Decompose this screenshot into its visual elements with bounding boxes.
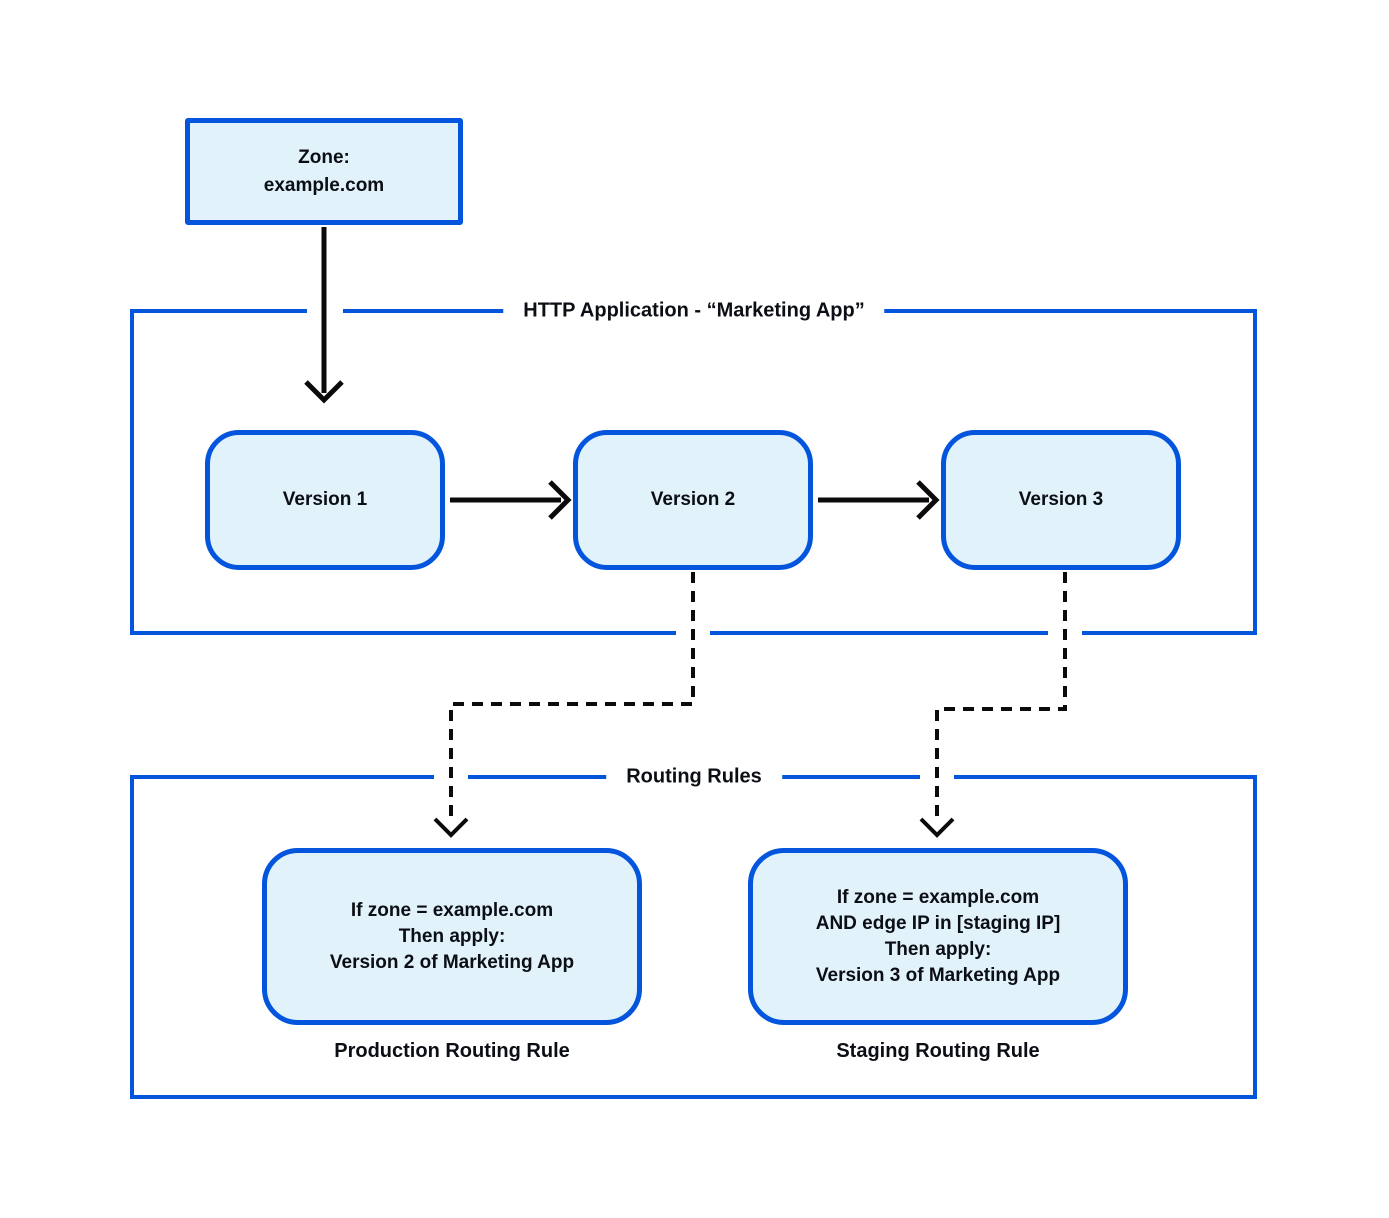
rule-line: Version 2 of Marketing App [329,951,575,973]
version-3-node: Version 3 [941,430,1181,570]
zone-label-line2: example.com [263,174,385,196]
rule-line: Version 3 of Marketing App [815,964,1061,986]
rule-line: AND edge IP in [staging IP] [815,912,1061,934]
version-1-label: Version 1 [282,489,368,510]
rule-line: Then apply: [398,925,506,947]
zone-label-line1: Zone: [298,146,350,168]
version-2-label: Version 2 [650,489,736,510]
rule-line: If zone = example.com [836,886,1040,908]
production-rule-caption: Production Routing Rule [334,1040,570,1062]
version-3-label: Version 3 [1018,489,1104,510]
border-gap [1048,627,1082,639]
rule-line: If zone = example.com [350,899,554,921]
rule-line: Then apply: [884,938,992,960]
staging-rule-caption: Staging Routing Rule [836,1040,1040,1062]
http-application-title: HTTP Application - “Marketing App” [503,299,885,323]
version-1-node: Version 1 [205,430,445,570]
routing-rules-title: Routing Rules [606,765,782,789]
border-gap [676,627,710,639]
zone-node: Zone: example.com [185,118,463,225]
production-rule-node: If zone = example.com Then apply: Versio… [262,848,642,1025]
staging-rule-node: If zone = example.com AND edge IP in [st… [748,848,1128,1025]
border-gap [434,771,468,783]
version-2-node: Version 2 [573,430,813,570]
border-gap [920,771,954,783]
border-gap [307,305,343,318]
